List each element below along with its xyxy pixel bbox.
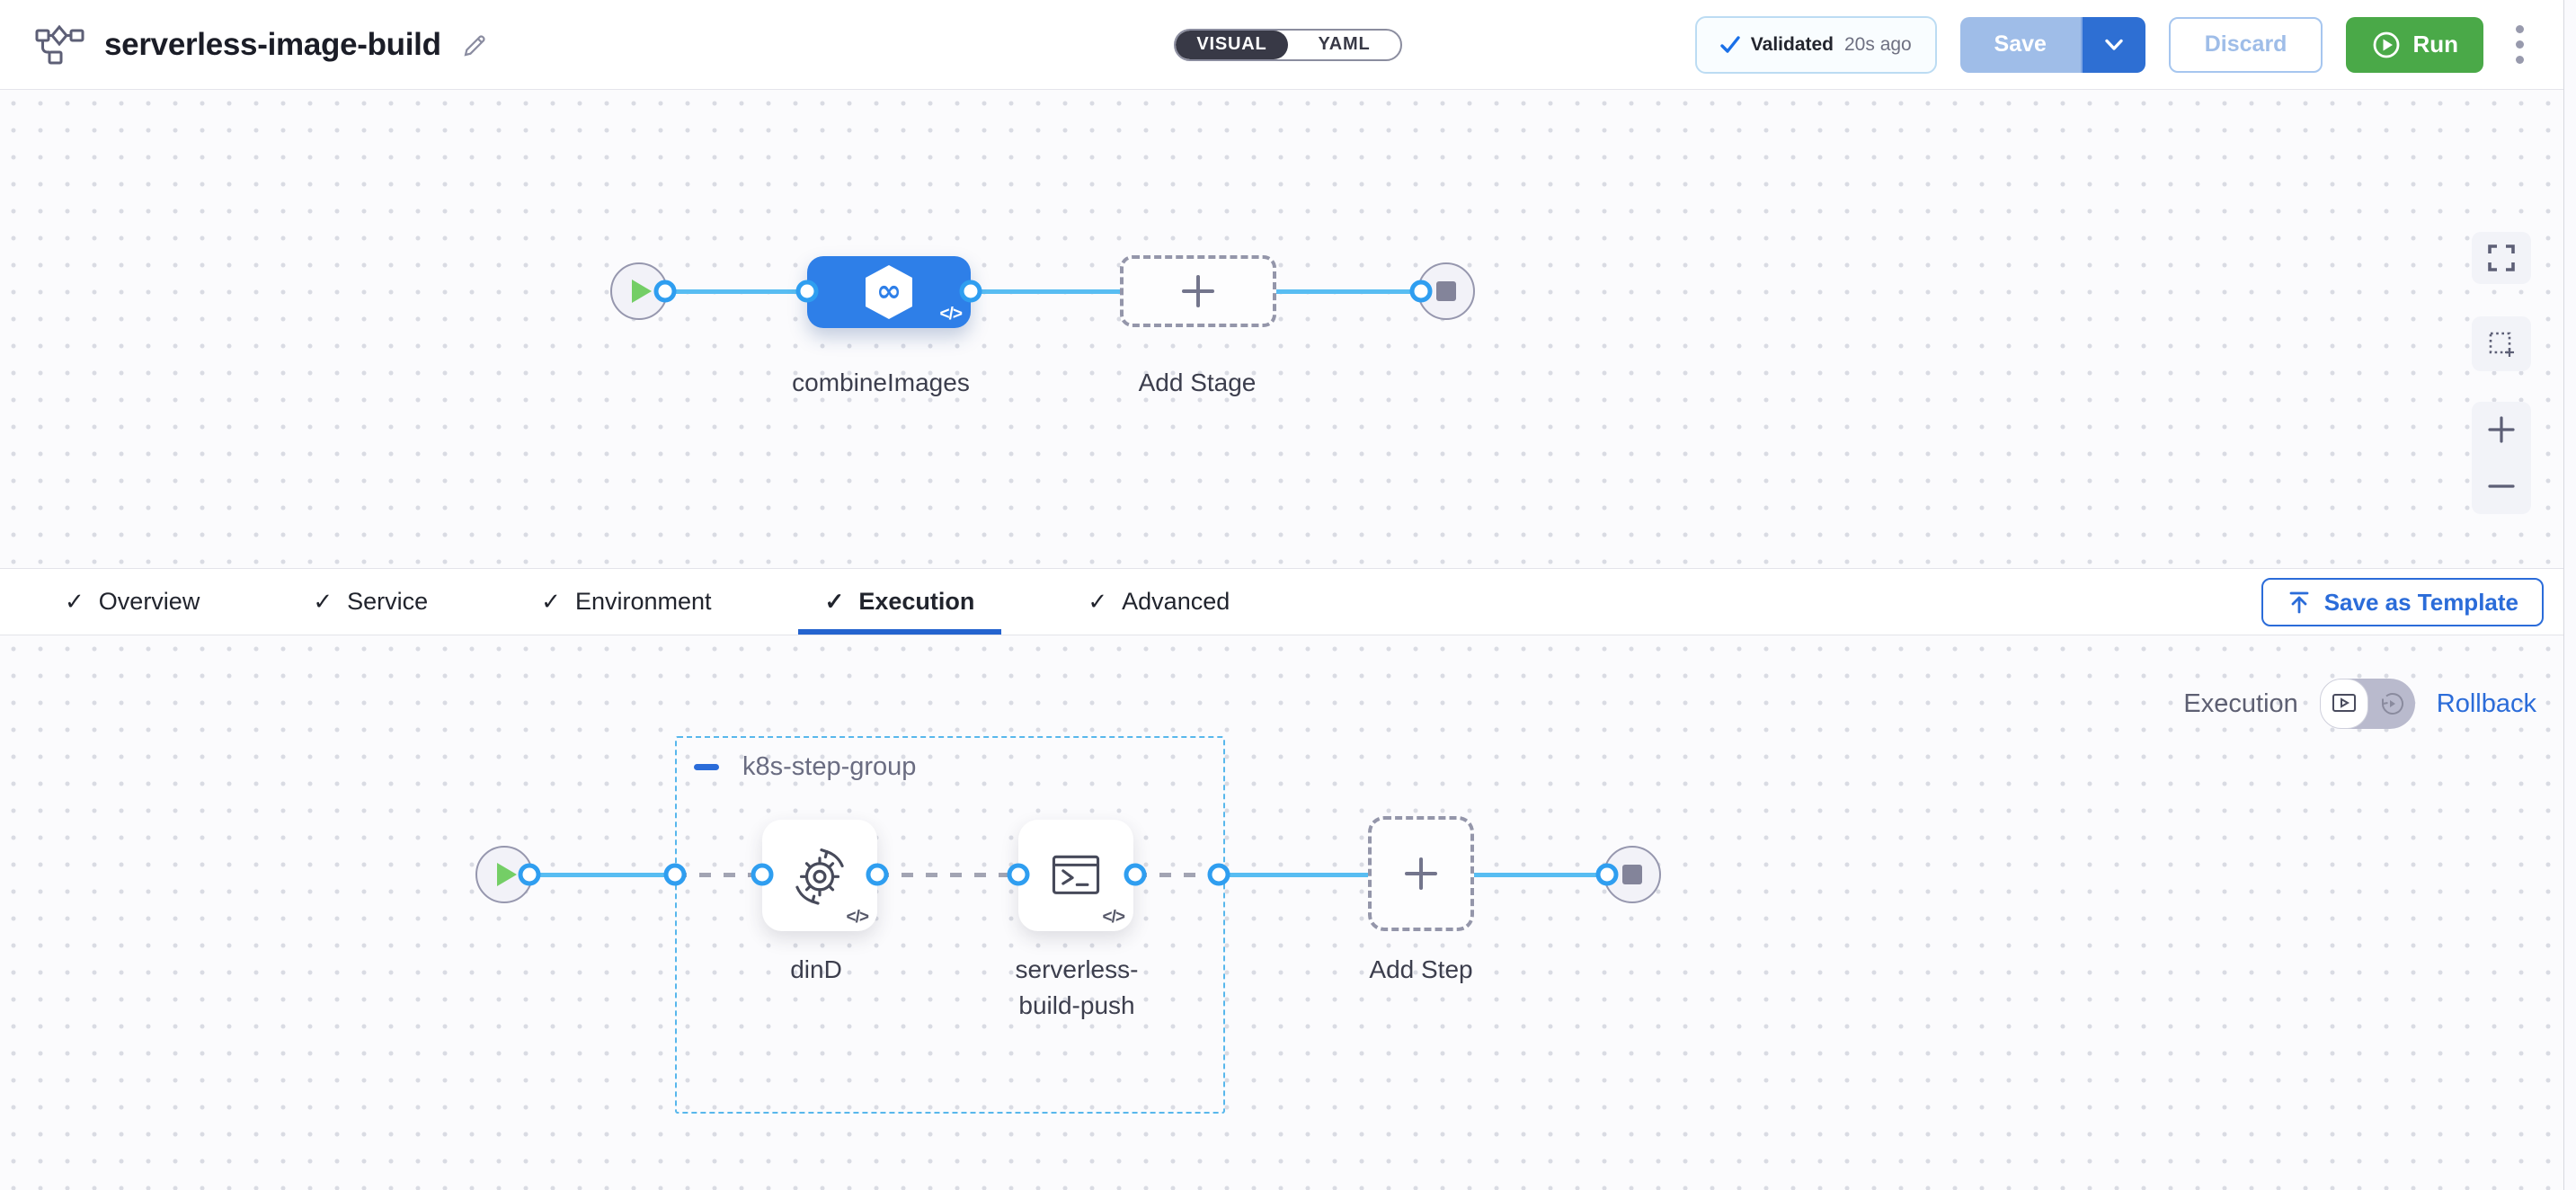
stop-icon [1622,865,1642,884]
exec-flow-dash [1135,872,1219,877]
step-group-header: k8s-step-group [694,752,916,782]
check-icon: ✓ [541,588,561,615]
connector-dot[interactable] [959,280,982,303]
step-label: serverless-build-push [1015,955,1139,1019]
connector-dot[interactable] [653,280,677,303]
selection-mode-button[interactable] [2472,316,2531,371]
chevron-down-icon [2105,39,2123,50]
check-icon: ✓ [65,588,84,615]
run-button[interactable]: Run [2346,16,2483,73]
stop-icon [1436,281,1456,301]
connector-dot[interactable] [663,863,687,886]
pipeline-tabs: ✓ Overview ✓ Service ✓ Environment ✓ Exe… [0,568,2576,635]
stage-canvas[interactable]: ∞ </> combineImages Add Stage [0,90,2576,568]
validated-time: 20s ago [1844,33,1912,55]
add-stage-label: Add Stage [1138,369,1257,396]
plus-icon [1405,857,1437,890]
discard-button[interactable]: Discard [2168,16,2323,73]
stage-node-combineimages[interactable]: ∞ </> [807,256,971,328]
rollback-view-segment[interactable] [2368,679,2415,729]
connector-dot[interactable] [1124,863,1147,886]
plus-icon [1182,275,1214,307]
execution-canvas[interactable]: Execution Rollback [0,635,2576,1190]
connector-dot[interactable] [866,863,889,886]
connector-dot[interactable] [1207,863,1230,886]
exec-flow-line [526,872,675,877]
scrollbar[interactable] [2563,0,2576,1190]
upload-icon [2287,590,2312,615]
fullscreen-button[interactable] [2472,232,2531,284]
pipeline-icon [34,23,84,67]
validated-label: Validated [1750,33,1834,55]
check-icon: ✓ [824,588,845,615]
exec-flow-dash [877,872,1018,877]
connector-dot[interactable] [1595,863,1619,886]
save-split-button: Save [1959,16,2145,73]
save-options-button[interactable] [2080,16,2145,73]
visual-yaml-toggle: VISUAL YAML [1174,28,1402,61]
zoom-in-button[interactable] [2472,402,2531,458]
connector-dot[interactable] [795,280,819,303]
connector-dot[interactable] [518,863,541,886]
pipeline-title-group: serverless-image-build [34,23,490,67]
check-icon [1720,35,1740,54]
header-actions: Validated 20s ago Save Discard [1694,15,2533,74]
start-play-icon [632,280,652,303]
harness-ci-icon: ∞ [861,262,917,322]
execution-start-node [475,846,533,903]
validated-badge[interactable]: Validated 20s ago [1694,15,1937,74]
tab-overview[interactable]: ✓ Overview [65,588,200,615]
run-label: Run [2412,31,2458,58]
tab-environment[interactable]: ✓ Environment [541,588,712,615]
tab-service[interactable]: ✓ Service [313,588,429,615]
code-badge: </> [1102,908,1126,927]
code-badge: </> [846,908,870,927]
check-icon: ✓ [1088,588,1108,615]
background-step-icon [790,846,849,905]
run-play-icon [2371,30,2402,60]
step-group-box[interactable] [675,736,1225,1114]
rollback-link[interactable]: Rollback [2436,688,2536,718]
collapse-group-icon[interactable] [694,764,719,770]
connector-dot[interactable] [1409,280,1433,303]
tab-execution[interactable]: ✓ Execution [797,569,1002,635]
step-node-serverless-build-push[interactable]: </> [1018,820,1133,931]
save-button[interactable]: Save [1959,16,2081,73]
page-title: serverless-image-build [104,26,441,62]
zoom-out-button[interactable] [2472,458,2531,515]
pipeline-end-node [1417,262,1475,320]
rollback-view-icon [2381,693,2403,715]
header-bar: serverless-image-build VISUAL YAML Valid… [0,0,2576,90]
connector-dot[interactable] [751,863,774,886]
connector-dot[interactable] [1007,863,1030,886]
execution-view-icon [2332,694,2356,712]
execution-mode-row: Execution Rollback [2183,679,2536,729]
toggle-visual[interactable]: VISUAL [1176,30,1288,59]
save-as-template-button[interactable]: Save as Template [2261,578,2544,626]
add-step-label: Add Step [1369,955,1473,983]
tab-advanced[interactable]: ✓ Advanced [1088,588,1230,615]
execution-mode-label: Execution [2183,688,2298,718]
stage-label: combineImages [792,369,970,396]
code-badge: </> [939,305,964,324]
add-stage-button[interactable] [1120,255,1276,327]
exec-flow-dash [675,872,762,877]
check-icon: ✓ [313,588,333,615]
zoom-controls [2472,402,2531,514]
execution-view-segment[interactable] [2319,679,2368,729]
step-node-dind[interactable]: </> [762,820,877,931]
step-group-name: k8s-step-group [742,752,917,781]
run-step-icon [1048,848,1104,903]
start-play-icon [497,863,517,886]
stage-flow-line [663,289,1424,294]
edit-title-button[interactable] [461,31,490,59]
svg-text:∞: ∞ [876,273,902,309]
add-step-button[interactable] [1368,816,1474,931]
more-options-button[interactable] [2507,20,2533,69]
execution-rollback-toggle[interactable] [2319,679,2415,729]
step-label: dinD [790,955,842,983]
toggle-yaml[interactable]: YAML [1318,34,1371,54]
